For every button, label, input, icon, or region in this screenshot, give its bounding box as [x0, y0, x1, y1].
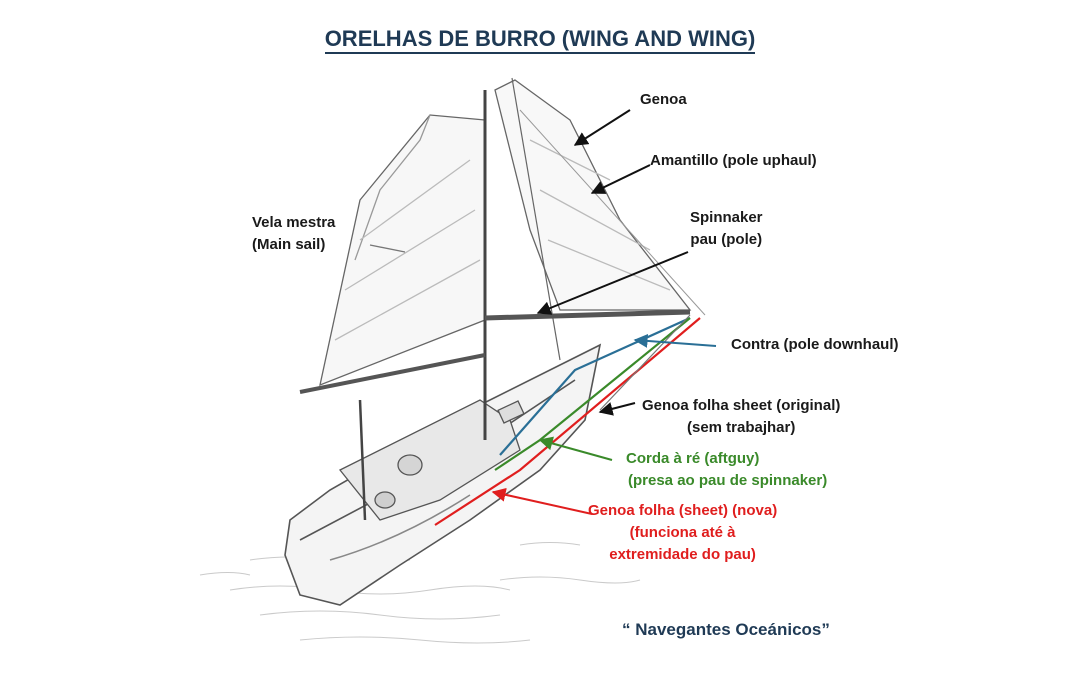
water-hatching: [200, 543, 640, 644]
diagram-title: ORELHAS DE BURRO (WING AND WING): [0, 26, 1080, 52]
label-vela-mestra: Vela mestra (Main sail): [252, 212, 335, 256]
contra-arrow: [635, 340, 716, 346]
new-sheet-arrow: [493, 492, 592, 514]
label-spinnaker-line2: pau (pole): [690, 229, 763, 251]
label-genoa-original-line1: Genoa folha sheet (original): [642, 395, 840, 417]
label-genoa-nova-line2: (funciona até à: [588, 522, 777, 544]
label-spinnaker: Spinnaker pau (pole): [690, 207, 763, 251]
label-vela-mestra-line2: (Main sail): [252, 234, 335, 256]
mainsail: [320, 115, 485, 385]
label-spinnaker-line1: Spinnaker: [690, 207, 763, 229]
amantillo-arrow: [592, 165, 650, 193]
label-contra: Contra (pole downhaul): [731, 334, 898, 356]
credit-text: “ Navegantes Oceánicos”: [622, 620, 830, 640]
label-aftguy: Corda à ré (aftguy) (presa ao pau de spi…: [626, 448, 827, 492]
label-vela-mestra-line1: Vela mestra: [252, 212, 335, 234]
label-genoa-original: Genoa folha sheet (original) (sem trabaj…: [642, 395, 840, 439]
label-amantillo: Amantillo (pole uphaul): [650, 150, 817, 172]
genoa-arrow: [575, 110, 630, 145]
label-genoa-nova-line1: Genoa folha (sheet) (nova): [588, 500, 777, 522]
spinnaker-pole: [485, 312, 690, 318]
label-genoa-original-line2: (sem trabajhar): [642, 417, 840, 439]
label-genoa-nova: Genoa folha (sheet) (nova) (funciona até…: [588, 500, 777, 566]
label-aftguy-line2: (presa ao pau de spinnaker): [626, 470, 827, 492]
label-genoa: Genoa: [640, 89, 687, 111]
label-aftguy-line1: Corda à ré (aftguy): [626, 448, 827, 470]
label-genoa-nova-line3: extremidade do pau): [588, 544, 777, 566]
